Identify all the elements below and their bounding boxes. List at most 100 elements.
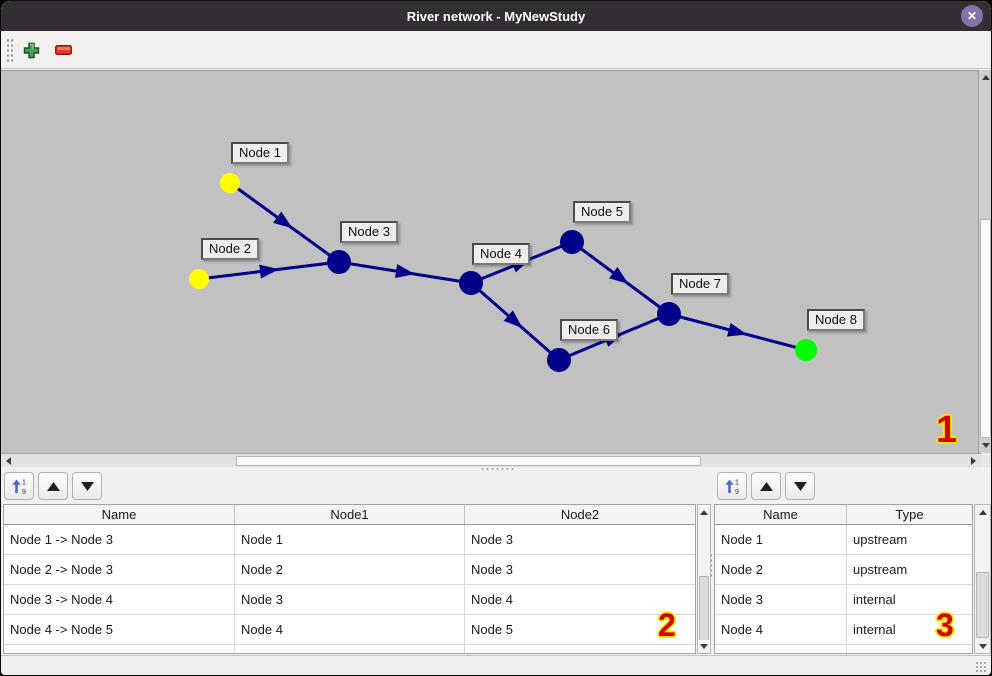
table-row[interactable]: Node 1 upstream bbox=[715, 525, 972, 555]
diagram-node[interactable] bbox=[560, 230, 584, 254]
move-up-links-button[interactable] bbox=[38, 472, 68, 500]
remove-button[interactable] bbox=[50, 37, 76, 63]
scroll-up-button[interactable] bbox=[698, 506, 710, 518]
diagram-node[interactable] bbox=[189, 269, 209, 289]
scroll-up-button[interactable] bbox=[979, 71, 991, 84]
column-header[interactable]: Node2 bbox=[560, 507, 600, 522]
node-label[interactable]: Node 3 bbox=[340, 221, 398, 243]
move-down-nodes-button[interactable] bbox=[785, 472, 815, 500]
table-row[interactable] bbox=[715, 645, 972, 653]
table-row[interactable]: Node 4 internal bbox=[715, 615, 972, 645]
table-cell[interactable]: internal bbox=[853, 592, 896, 607]
column-header[interactable]: Name bbox=[4, 505, 235, 524]
links-table-scrollbar[interactable] bbox=[697, 504, 711, 654]
column-header[interactable]: Node1 bbox=[235, 505, 465, 524]
diagram-node[interactable] bbox=[547, 348, 571, 372]
node-label[interactable]: Node 7 bbox=[671, 273, 729, 295]
canvas-vertical-scrollbar[interactable] bbox=[978, 70, 991, 453]
table-cell[interactable]: Node 4 bbox=[715, 615, 847, 644]
table-row[interactable]: Node 2 upstream bbox=[715, 555, 972, 585]
canvas-horizontal-scrollbar[interactable] bbox=[1, 453, 981, 467]
scrollbar-thumb[interactable] bbox=[980, 219, 991, 438]
svg-text:1: 1 bbox=[22, 479, 26, 486]
scroll-up-button[interactable] bbox=[975, 506, 990, 518]
down-arrow-icon bbox=[80, 481, 94, 491]
table-cell[interactable]: Node 3 bbox=[471, 562, 513, 577]
table-cell[interactable]: Node 3 bbox=[235, 585, 465, 614]
diagram-node[interactable] bbox=[220, 173, 240, 193]
nodes-table-header: Name Type bbox=[715, 505, 972, 525]
edge-arrow-icon bbox=[727, 322, 748, 337]
node-label[interactable]: Node 2 bbox=[201, 238, 259, 260]
node-label[interactable]: Node 4 bbox=[472, 243, 530, 265]
table-cell[interactable]: Node 2 bbox=[235, 555, 465, 584]
move-up-nodes-button[interactable] bbox=[751, 472, 781, 500]
node-label[interactable]: Node 6 bbox=[560, 319, 618, 341]
scrollbar-thumb[interactable] bbox=[976, 572, 989, 638]
up-arrow-icon bbox=[982, 75, 990, 80]
table-cell[interactable]: Node 4 bbox=[235, 615, 465, 644]
table-cell[interactable]: upstream bbox=[853, 532, 908, 547]
scrollbar-thumb[interactable] bbox=[699, 576, 709, 642]
scroll-down-button[interactable] bbox=[979, 439, 991, 452]
sort-links-button[interactable]: 1 9 bbox=[4, 472, 34, 500]
vertical-splitter-handle[interactable] bbox=[709, 553, 714, 579]
right-arrow-icon bbox=[971, 456, 976, 465]
table-cell[interactable] bbox=[235, 645, 465, 653]
sort-nodes-button[interactable]: 1 9 bbox=[717, 472, 747, 500]
diagram-node[interactable] bbox=[459, 271, 483, 295]
scroll-left-button[interactable] bbox=[2, 454, 15, 467]
node-label[interactable]: Node 1 bbox=[231, 142, 289, 164]
svg-text:1: 1 bbox=[735, 479, 739, 486]
table-cell[interactable]: Node 3 -> Node 4 bbox=[4, 585, 235, 614]
toolbar-drag-handle[interactable] bbox=[6, 38, 15, 63]
table-cell[interactable]: Node 1 -> Node 3 bbox=[4, 525, 235, 554]
table-cell[interactable]: Node 2 -> Node 3 bbox=[4, 555, 235, 584]
scrollbar-thumb[interactable] bbox=[236, 456, 701, 466]
minus-icon bbox=[54, 45, 72, 55]
scroll-down-button[interactable] bbox=[975, 640, 990, 652]
svg-text:9: 9 bbox=[22, 489, 26, 495]
node-label[interactable]: Node 8 bbox=[807, 309, 865, 331]
table-cell[interactable]: Node 2 bbox=[715, 555, 847, 584]
table-cell[interactable] bbox=[465, 645, 695, 653]
horizontal-splitter-handle[interactable] bbox=[480, 467, 514, 472]
close-button[interactable]: ✕ bbox=[961, 5, 983, 27]
column-header[interactable]: Name bbox=[715, 505, 847, 524]
table-row[interactable] bbox=[4, 645, 695, 653]
diagram-node[interactable] bbox=[795, 339, 817, 361]
table-cell[interactable]: Node 4 bbox=[471, 592, 513, 607]
table-cell[interactable]: Node 5 bbox=[471, 622, 513, 637]
resize-grip[interactable] bbox=[975, 661, 987, 673]
edge-arrow-icon bbox=[395, 264, 415, 278]
table-cell[interactable]: Node 4 -> Node 5 bbox=[4, 615, 235, 644]
scroll-down-button[interactable] bbox=[698, 640, 710, 652]
table-cell[interactable]: upstream bbox=[853, 562, 908, 577]
table-cell[interactable] bbox=[715, 645, 847, 653]
scroll-right-button[interactable] bbox=[967, 454, 980, 467]
table-cell[interactable]: Node 3 bbox=[715, 585, 847, 614]
table-cell[interactable]: Node 1 bbox=[235, 525, 465, 554]
diagram-node[interactable] bbox=[327, 250, 351, 274]
table-cell[interactable]: Node 3 bbox=[471, 532, 513, 547]
table-row[interactable]: Node 3 internal bbox=[715, 585, 972, 615]
add-button[interactable] bbox=[18, 37, 44, 63]
table-cell[interactable]: internal bbox=[853, 622, 896, 637]
nodes-table-scrollbar[interactable] bbox=[974, 504, 991, 654]
diagram-node[interactable] bbox=[657, 302, 681, 326]
table-cell[interactable]: Node 1 bbox=[715, 525, 847, 554]
table-cell[interactable] bbox=[847, 645, 972, 653]
move-down-links-button[interactable] bbox=[72, 472, 102, 500]
column-header[interactable]: Type bbox=[895, 507, 924, 522]
down-arrow-icon bbox=[978, 643, 987, 649]
table-cell[interactable] bbox=[4, 645, 235, 653]
node-label[interactable]: Node 5 bbox=[573, 201, 631, 223]
